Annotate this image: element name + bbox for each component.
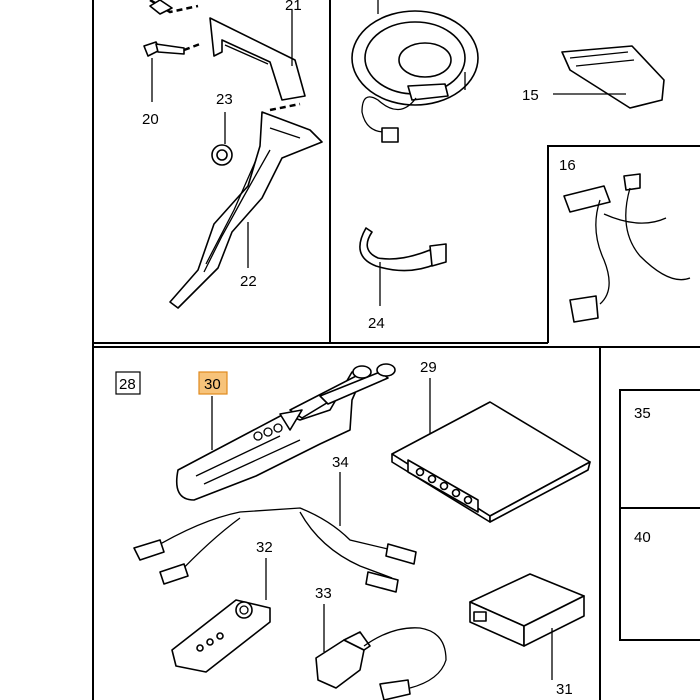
part-29-module[interactable] [391, 378, 591, 523]
callout-22[interactable]: 22 [240, 273, 257, 290]
part-33-antenna-cable[interactable] [315, 604, 447, 700]
callout-30[interactable]: 30 [204, 376, 221, 393]
part-24-cable-tie[interactable] [359, 227, 447, 306]
callout-21[interactable]: 21 [285, 0, 302, 14]
callout-labels: 15 16 20 21 22 23 24 28 29 30 31 32 33 3… [119, 0, 651, 698]
callout-35[interactable]: 35 [634, 405, 651, 422]
callout-20[interactable]: 20 [142, 111, 159, 128]
callout-23[interactable]: 23 [216, 91, 233, 108]
part-15-cover[interactable] [553, 45, 665, 109]
callout-24[interactable]: 24 [368, 315, 385, 332]
panel-frames [92, 0, 700, 700]
part-23-clip[interactable] [211, 112, 233, 166]
callout-28[interactable]: 28 [119, 376, 136, 393]
callout-29[interactable]: 29 [420, 359, 437, 376]
part-30-cable-bundle[interactable] [175, 363, 396, 501]
callout-31[interactable]: 31 [556, 681, 573, 698]
part-34-y-cable[interactable] [133, 472, 417, 593]
part-16-wire-harness[interactable] [563, 173, 691, 323]
part-21-bracket[interactable] [149, 0, 306, 101]
callout-34[interactable]: 34 [332, 454, 349, 471]
callout-30-highlight[interactable] [198, 371, 228, 395]
callout-33[interactable]: 33 [315, 585, 332, 602]
callout-28-box [115, 371, 141, 395]
part-31-box[interactable] [469, 573, 585, 680]
callout-15[interactable]: 15 [522, 87, 539, 104]
speaker-part[interactable] [351, 0, 479, 143]
part-22-hose-channel[interactable] [169, 102, 323, 309]
callout-16[interactable]: 16 [559, 157, 576, 174]
callout-32[interactable]: 32 [256, 539, 273, 556]
part-32-remote[interactable] [171, 558, 271, 673]
part-20-screw[interactable] [143, 41, 201, 102]
callout-40[interactable]: 40 [634, 529, 651, 546]
